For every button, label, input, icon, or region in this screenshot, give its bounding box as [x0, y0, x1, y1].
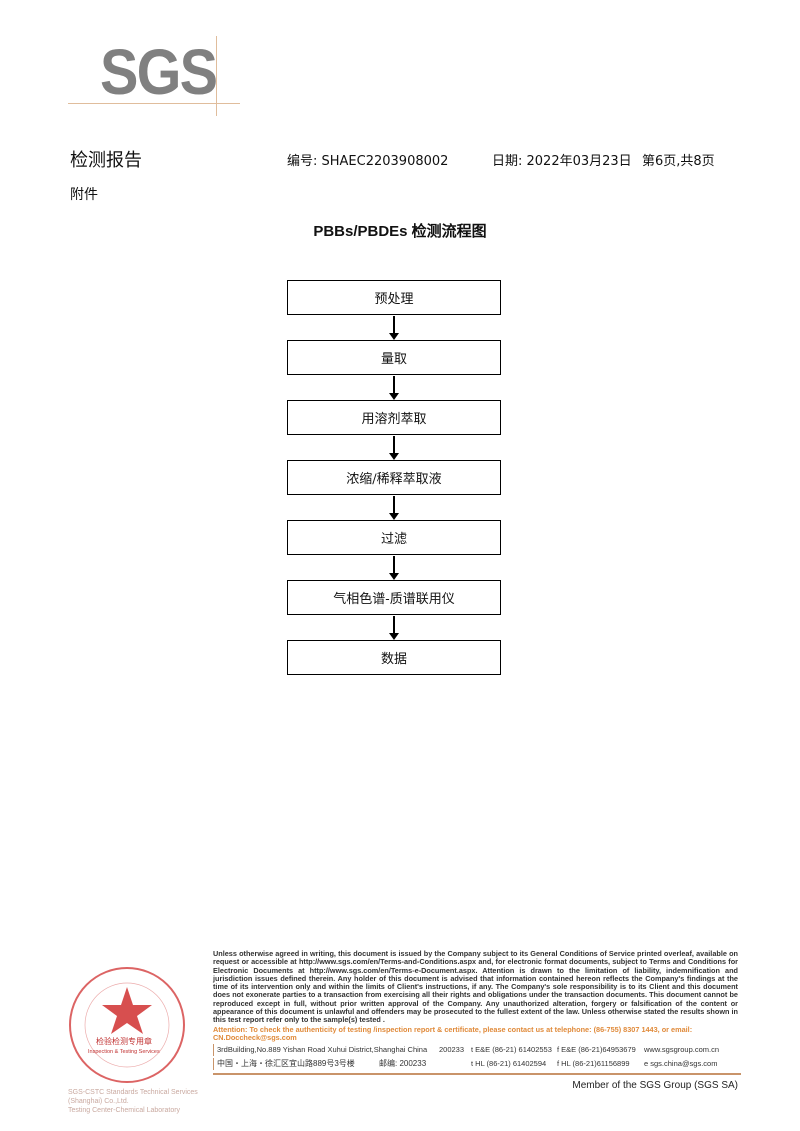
star-icon — [102, 987, 152, 1034]
lab-name: SGS-CSTC Standards Technical Services (S… — [68, 1089, 198, 1105]
flow-arrow — [390, 556, 398, 580]
postcode-en: 200233 — [439, 1045, 465, 1055]
sgs-logo: SGS — [100, 36, 218, 108]
stamp-text: 检验检测专用章 — [96, 1037, 152, 1046]
logo-rule-vertical — [216, 36, 217, 116]
legal-disclaimer: Unless otherwise agreed in writing, this… — [213, 949, 738, 1025]
authenticity-notice: Attention: To check the authenticity of … — [213, 1024, 693, 1042]
flow-step: 用溶剂萃取 — [287, 400, 501, 435]
fax-hl: f HL (86-21)61156899 — [557, 1059, 630, 1069]
official-stamp — [69, 967, 185, 1083]
phone-ee: t E&E (86-21) 61402553 — [471, 1045, 552, 1055]
stamp-subtext: Inspection & Testing Services — [88, 1049, 160, 1055]
flowchart-title: PBBs/PBDEs 检测流程图 — [313, 223, 487, 240]
member-note: Member of the SGS Group (SGS SA) — [572, 1079, 738, 1091]
contact-row-cn: 中国・上海・徐汇区宜山路889号3号楼 邮编: 200233 t HL (86-… — [213, 1058, 738, 1071]
flow-step: 量取 — [287, 340, 501, 375]
postcode-cn: 邮编: 200233 — [379, 1059, 427, 1069]
flow-step: 过滤 — [287, 520, 501, 555]
address-en: 3rdBuilding,No.889 Yishan Road Xuhui Dis… — [217, 1045, 428, 1055]
section-label: 附件 — [70, 187, 98, 203]
footer: Unless otherwise agreed in writing, this… — [213, 949, 741, 1092]
email: e sgs.china@sgs.com — [644, 1059, 718, 1069]
flow-step: 浓缩/稀释萃取液 — [287, 460, 501, 495]
contact-row-en: 3rdBuilding,No.889 Yishan Road Xuhui Dis… — [213, 1044, 738, 1057]
flow-arrow — [390, 316, 398, 340]
website: www.sgsgroup.com.cn — [644, 1045, 720, 1055]
report-title: 检测报告 — [70, 150, 142, 171]
flow-arrow — [390, 436, 398, 460]
lab-department: Testing Center-Chemical Laboratory — [68, 1107, 181, 1114]
flow-arrow — [390, 376, 398, 400]
logo-rule-horizontal — [68, 103, 240, 104]
report-date: 日期: 2022年03月23日 — [492, 154, 632, 169]
flow-arrow — [390, 496, 398, 520]
footer-divider — [213, 1073, 741, 1075]
address-cn: 中国・上海・徐汇区宜山路889号3号楼 — [217, 1059, 355, 1069]
flow-step: 数据 — [287, 640, 501, 675]
page-indicator: 第6页,共8页 — [642, 154, 715, 169]
phone-hl: t HL (86-21) 61402594 — [471, 1059, 547, 1069]
lab-info: SGS-CSTC Standards Technical Services (S… — [68, 1088, 203, 1115]
report-number: 编号: SHAEC2203908002 — [287, 154, 449, 169]
flow-step: 预处理 — [287, 280, 501, 315]
fax-ee: f E&E (86-21)64953679 — [557, 1045, 636, 1055]
flow-step: 气相色谱-质谱联用仪 — [287, 580, 501, 615]
flow-arrow — [390, 616, 398, 640]
